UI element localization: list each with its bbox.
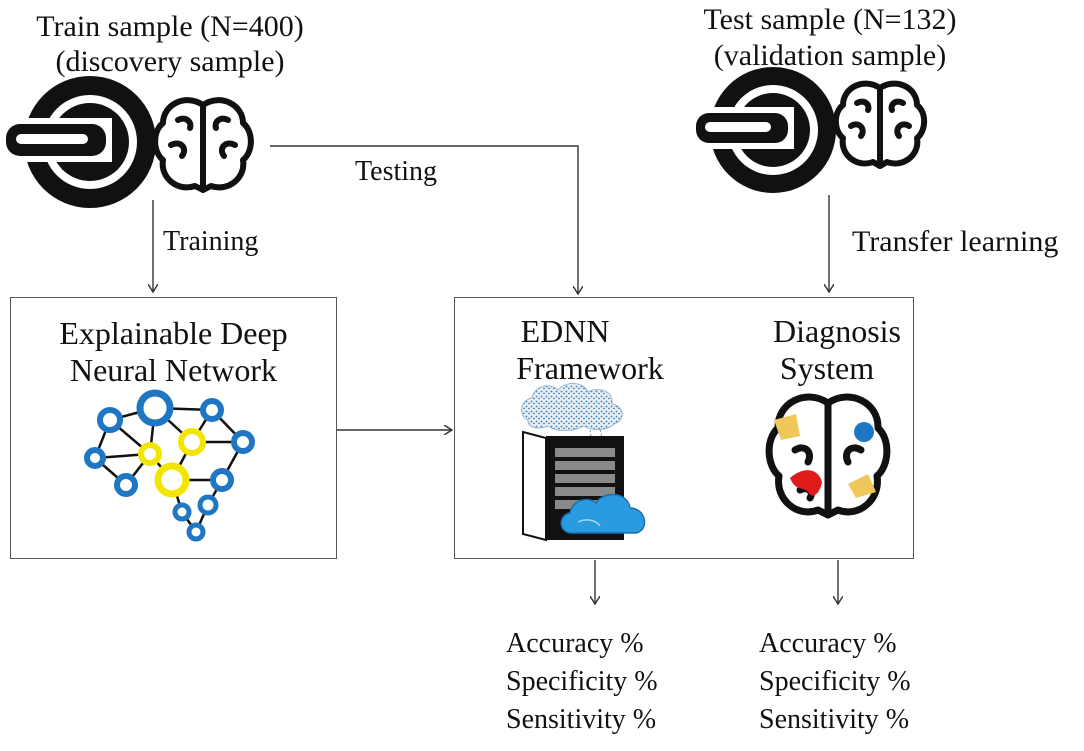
- train-sample-title: Train sample (N=400): [36, 10, 304, 43]
- test-sample-title: Test sample (N=132): [703, 3, 957, 36]
- xdnn-title-line1: Explainable Deep: [59, 315, 288, 351]
- metrics-right-specificity: Specificity %: [759, 666, 911, 697]
- diagnosis-title-line1: Diagnosis: [773, 313, 901, 349]
- xdnn-title-line2: Neural Network: [69, 352, 278, 388]
- testing-arrow: [270, 145, 578, 294]
- ednn-box: [454, 297, 914, 559]
- metrics-right-sensitivity: Sensitivity %: [759, 704, 910, 735]
- metrics-left-specificity: Specificity %: [506, 666, 658, 697]
- framework-title-line1: EDNN: [520, 313, 610, 349]
- metrics-left-accuracy: Accuracy %: [506, 628, 644, 659]
- testing-label: Testing: [355, 156, 438, 187]
- framework-title-line2: Framework: [516, 350, 664, 386]
- test-sample-subtitle: (validation sample): [713, 39, 947, 72]
- diagnosis-title-line2: System: [779, 350, 875, 386]
- training-label: Training: [163, 226, 259, 257]
- xdnn-box: [10, 297, 337, 559]
- train-sample-subtitle: (discovery sample): [55, 45, 285, 78]
- metrics-right-accuracy: Accuracy %: [759, 628, 897, 659]
- transfer-learning-label: Transfer learning: [852, 225, 1059, 258]
- metrics-left-sensitivity: Sensitivity %: [506, 704, 657, 735]
